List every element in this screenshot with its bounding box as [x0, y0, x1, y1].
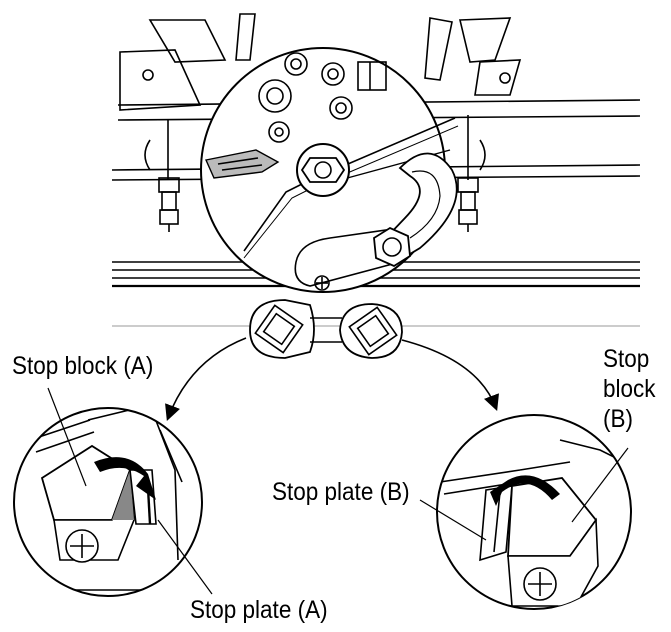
label-stop-plate-b: Stop plate (B)	[272, 478, 410, 506]
label-stop-block-b-line1: Stop	[603, 345, 650, 373]
upper-brackets	[119, 13, 522, 111]
leader-stop-block-a	[47, 387, 87, 487]
rotation-arrow-b	[490, 475, 560, 506]
rotation-arrow-a	[94, 457, 156, 500]
detail-a	[13, 387, 213, 597]
uprights	[144, 115, 486, 180]
main-disc	[200, 47, 459, 293]
leader-stop-plate-b	[419, 499, 487, 541]
label-stop-plate-a: Stop plate (A)	[190, 596, 328, 624]
left-bolt	[158, 177, 180, 232]
leader-stop-block-b	[571, 447, 629, 523]
label-stop-block-b-line3: (B)	[603, 405, 633, 433]
arrow-to-detail-a	[165, 337, 247, 421]
detail-b	[419, 414, 632, 610]
leader-stop-plate-a	[157, 519, 213, 595]
overview-stops	[249, 299, 403, 359]
label-stop-block-a: Stop block (A)	[12, 352, 154, 380]
label-stop-block-b-line2: block	[603, 375, 656, 403]
callout-arrows	[165, 337, 499, 421]
arrow-to-detail-b	[401, 339, 499, 411]
label-stop-block-b: Stop block (B)	[603, 344, 656, 434]
right-bolt	[457, 177, 479, 232]
main-assembly	[111, 13, 641, 359]
